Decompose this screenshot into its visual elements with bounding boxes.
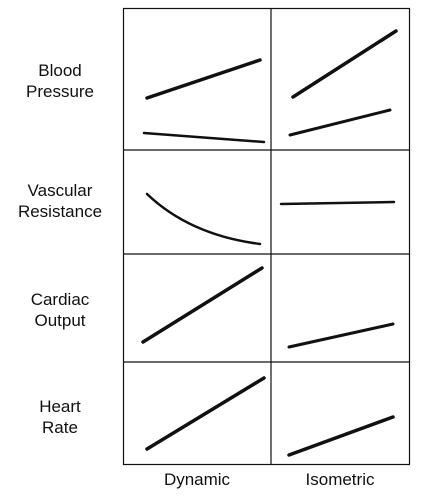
bp-dynamic-lower-line	[142, 131, 266, 144]
row-label-line1: Heart	[39, 397, 81, 416]
co-isometric-line	[287, 322, 395, 349]
hr-isometric-line	[287, 415, 395, 457]
row-label-cardiac-output: Cardiac Output	[0, 289, 120, 331]
vr-dynamic-curve	[145, 192, 262, 246]
row-label-line2: Resistance	[17, 202, 103, 221]
row-label-heart-rate: Heart Rate	[0, 396, 120, 438]
row-label-line1: Cardiac	[30, 290, 90, 309]
row-label-line2: Rate	[42, 418, 78, 437]
bp-isometric-upper-line	[291, 29, 398, 99]
column-label-dynamic: Dynamic	[163, 470, 231, 489]
bp-isometric-lower-line	[288, 108, 392, 137]
row-label-blood-pressure: Blood Pressure	[0, 60, 120, 102]
co-dynamic-line	[141, 266, 264, 344]
row-label-vascular-resistance: Vascular Resistance	[0, 180, 120, 222]
vr-isometric-line	[279, 200, 396, 206]
row-label-line2: Pressure	[25, 82, 95, 101]
row-label-line1: Vascular	[27, 181, 93, 200]
row-label-line1: Blood	[38, 61, 82, 80]
bp-dynamic-upper-line	[145, 58, 262, 100]
grid-border	[122, 7, 411, 466]
grid-lines	[122, 7, 411, 466]
hr-dynamic-line	[145, 376, 266, 451]
column-label-isometric: Isometric	[305, 470, 375, 489]
row-label-line2: Output	[34, 311, 86, 330]
